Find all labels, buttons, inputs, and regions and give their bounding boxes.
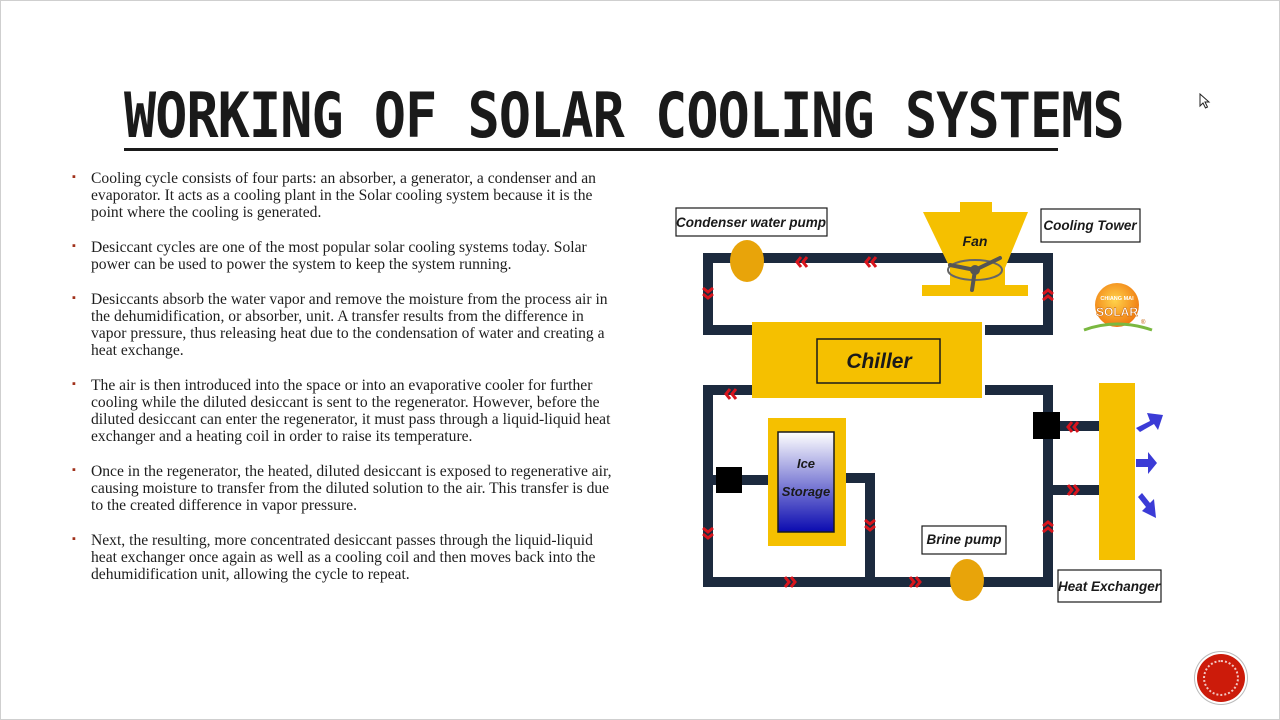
flow-arrow-icon	[864, 518, 876, 532]
brine-pump-callout: Brine pump	[921, 525, 1007, 555]
flow-arrow-icon	[864, 256, 878, 268]
bullet-marker-icon: ▪	[72, 239, 76, 252]
title-underline	[124, 148, 1058, 151]
logo-text-line2: SOLAR	[1096, 305, 1138, 319]
slide-title: WORKING OF SOLAR COOLING SYSTEMS	[124, 79, 1125, 152]
nav-button-ring-icon	[1203, 660, 1239, 696]
heat-exchanger-label: Heat Exchanger	[1058, 579, 1161, 594]
heat-exchanger-callout: Heat Exchanger	[1057, 569, 1162, 603]
bullet-text: Once in the regenerator, the heated, dil…	[91, 462, 612, 515]
flow-arrow-icon	[1042, 288, 1054, 302]
chiller-label: Chiller	[846, 350, 913, 373]
bullet-marker-icon: ▪	[72, 171, 76, 183]
condenser-loop-pipe	[703, 253, 1053, 335]
bullet-item: ▪ Next, the resulting, more concentrated …	[72, 532, 612, 584]
bullet-item: ▪ Desiccant cycles are one of the most po…	[72, 239, 612, 273]
valve-icon	[1033, 412, 1060, 439]
bullet-text: Cooling cycle consists of four parts: an…	[91, 170, 596, 222]
ice-storage: Ice Storage	[768, 418, 846, 546]
flow-arrow-icon	[702, 286, 714, 300]
logo-registered-mark: ®	[1141, 319, 1146, 326]
flow-arrow-icon	[1042, 520, 1054, 534]
bullet-item: ▪ Cooling cycle consists of four parts: a…	[72, 170, 612, 222]
flow-arrow-icon	[783, 576, 797, 588]
flow-arrow-icon	[724, 388, 738, 400]
slide-nav-button[interactable]	[1197, 654, 1245, 702]
condenser-pump-icon	[730, 240, 764, 282]
flow-arrow-icon	[702, 526, 714, 540]
logo-text-line1: CHIANG MAI	[1100, 296, 1134, 302]
chiang-mai-solar-logo: CHIANG MAI SOLAR ®	[1083, 283, 1153, 332]
valve-icon	[716, 467, 742, 493]
condenser-water-pump-label: Condenser water pump	[676, 215, 826, 230]
ice-outlet-pipe	[842, 473, 875, 582]
bullet-text: Desiccant cycles are one of the most pop…	[91, 238, 587, 274]
air-arrows	[1136, 413, 1163, 518]
cooling-tower-callout: Cooling Tower	[1040, 208, 1141, 243]
bullet-marker-icon: ▪	[72, 377, 76, 390]
air-arrow-icon	[1136, 452, 1157, 474]
flow-arrow-icon	[908, 576, 922, 588]
solar-cooling-diagram: Fan Chiller Ice Storage	[675, 202, 1163, 603]
bullet-text: Next, the resulting, more concentrated d…	[91, 531, 596, 584]
condenser-water-pump-callout: Condenser water pump	[675, 207, 828, 237]
bullet-marker-icon: ▪	[72, 463, 76, 476]
bullet-marker-icon: ▪	[72, 291, 76, 304]
bullet-item: ▪ Once in the regenerator, the heated, di…	[72, 463, 612, 515]
bullet-marker-icon: ▪	[72, 532, 76, 545]
flow-arrows	[702, 256, 1080, 588]
bullet-text: The air is then introduced into the spac…	[91, 376, 611, 446]
air-arrow-icon	[1138, 493, 1156, 518]
mouse-cursor-icon	[1199, 93, 1211, 109]
ice-storage-tank	[777, 431, 835, 533]
fan-label: Fan	[963, 233, 988, 249]
cooling-tower-label: Cooling Tower	[1043, 218, 1137, 233]
flow-arrow-icon	[795, 256, 809, 268]
brine-pump-label: Brine pump	[926, 532, 1001, 547]
flow-arrow-icon	[1066, 421, 1080, 433]
brine-pump-icon	[950, 559, 984, 601]
bullet-text: Desiccants absorb the water vapor and re…	[91, 290, 608, 360]
air-arrow-icon	[1136, 413, 1163, 432]
heat-exchanger-body	[1099, 383, 1135, 560]
ice-storage-label-line1: Ice	[797, 456, 815, 471]
bullet-item: ▪ The air is then introduced into the spa…	[72, 377, 612, 446]
flow-arrow-icon	[1066, 484, 1080, 496]
cooling-tower-base	[922, 285, 1028, 296]
ice-storage-label-line2: Storage	[782, 484, 830, 499]
chiller: Chiller	[752, 322, 982, 398]
chilled-loop-pipe	[703, 385, 1053, 587]
fan-icon	[947, 256, 1003, 292]
cooling-tower-cap	[960, 202, 992, 214]
chiller-label-box	[816, 338, 941, 384]
bullet-item: ▪ Desiccants absorb the water vapor and r…	[72, 291, 612, 360]
cooling-tower: Fan	[922, 202, 1028, 296]
bullet-list: ▪ Cooling cycle consists of four parts: a…	[72, 170, 612, 601]
